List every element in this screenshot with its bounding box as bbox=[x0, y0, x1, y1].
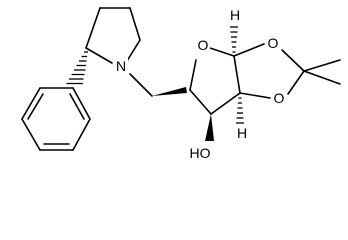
ring-oxygen-label: O bbox=[198, 37, 209, 53]
phenyl-ring bbox=[21, 87, 91, 151]
bond-methyl-1 bbox=[303, 59, 341, 72]
bond-ph-5-6 bbox=[72, 118, 91, 151]
bond-ph-6-1 bbox=[72, 87, 91, 120]
bond-o4-c1 bbox=[209, 47, 235, 57]
hydrogen-top-label: H bbox=[230, 7, 240, 23]
bond-pyr-c2-c3 bbox=[85, 7, 101, 49]
bond-ph-3-4 bbox=[21, 118, 41, 151]
wedge-ch2-c4 bbox=[152, 87, 187, 96]
chemical-structure: N O O O HO H H bbox=[21, 7, 341, 161]
bond-c3-c4 bbox=[189, 89, 212, 115]
hashed-bond-c2-phenyl bbox=[66, 51, 88, 85]
atom-label-hydrogen-top: H bbox=[230, 7, 240, 23]
bond-ck-o-bottom bbox=[287, 70, 305, 95]
atom-label-oxygen-top: O bbox=[266, 34, 280, 51]
bond-ph-inner-1 bbox=[27, 93, 44, 120]
hashed-bond-c2-h bbox=[236, 97, 244, 124]
bond-pyr-n-c2 bbox=[85, 47, 113, 64]
hydrogen-bottom-label: H bbox=[237, 125, 247, 141]
bond-n-ch2 bbox=[129, 73, 153, 97]
bond-c1-c2 bbox=[233, 55, 241, 94]
atom-label-hydroxyl: HO bbox=[190, 145, 211, 161]
dioxolane-ring bbox=[233, 43, 341, 99]
bond-pyr-c4-c5 bbox=[129, 7, 141, 41]
hydroxyl-label: HO bbox=[190, 145, 211, 161]
atom-label-hydrogen-bottom: H bbox=[237, 125, 247, 141]
nitrogen-label: N bbox=[116, 58, 126, 74]
bond-c4-o4 bbox=[189, 59, 197, 91]
pyrrolidine-ring bbox=[85, 7, 141, 64]
dioxolane-oxygen-top-label: O bbox=[268, 35, 279, 51]
dioxolane-oxygen-bottom-label: O bbox=[274, 90, 285, 106]
bond-methyl-2 bbox=[303, 70, 341, 85]
atom-label-nitrogen: N bbox=[114, 57, 128, 74]
atom-label-oxygen-bottom: O bbox=[272, 89, 286, 106]
bond-pyr-c5-n bbox=[126, 39, 141, 62]
bond-o-top-ck bbox=[281, 49, 305, 72]
bond-ph-inner-3 bbox=[69, 93, 85, 120]
bond-ph-2-3 bbox=[21, 87, 41, 120]
bond-c1-o-top bbox=[233, 43, 265, 57]
furanose-ring bbox=[189, 47, 241, 115]
wedge-c3-oh bbox=[205, 114, 214, 141]
hashed-bond-c1-h bbox=[230, 26, 238, 53]
bond-o-bottom-c2 bbox=[239, 92, 271, 99]
bond-c2-c3 bbox=[210, 92, 241, 115]
atom-label-ring-oxygen: O bbox=[196, 36, 210, 53]
